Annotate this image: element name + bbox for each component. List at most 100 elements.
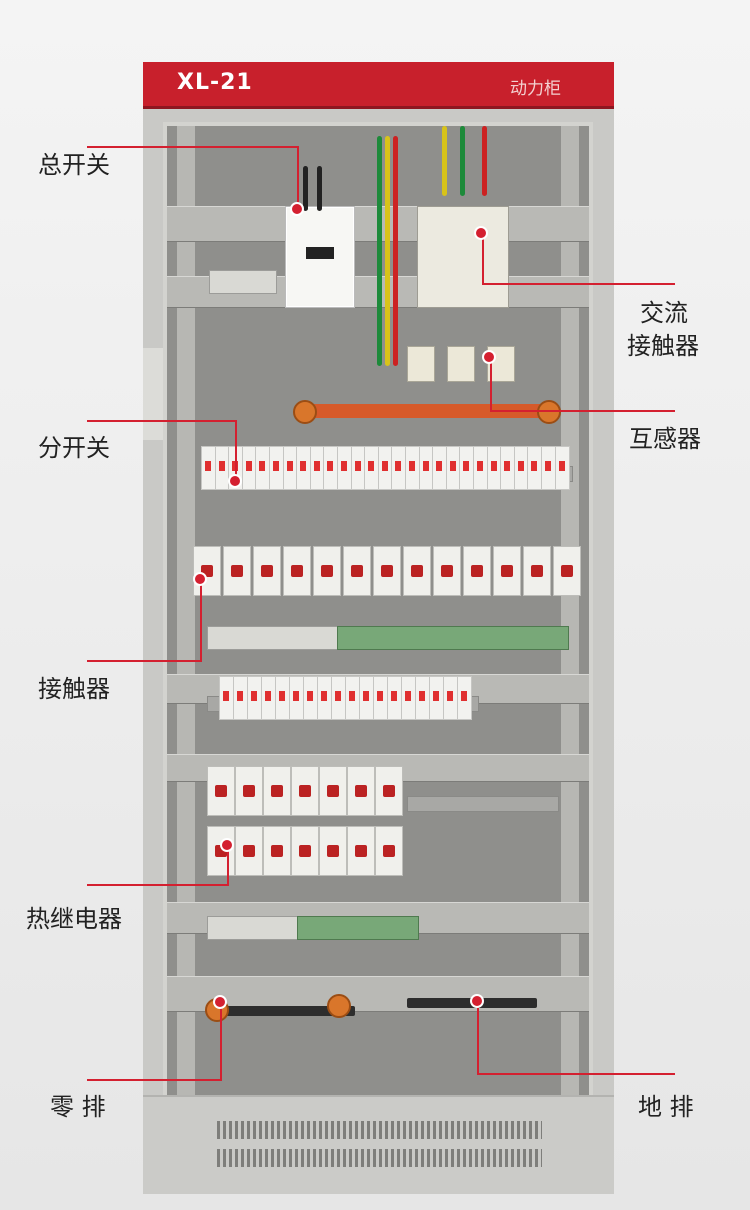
cabinet-header: XL-21 动力柜 xyxy=(143,62,614,109)
label-current-transformer: 互感器 xyxy=(629,425,701,453)
callout-line xyxy=(482,232,484,284)
contactor xyxy=(523,546,551,596)
label-ground-bar: 地 排 xyxy=(638,1093,694,1121)
branch-breaker xyxy=(401,676,416,720)
contactor xyxy=(193,546,221,596)
branch-breaker xyxy=(331,676,346,720)
thermal-relay xyxy=(207,826,235,876)
label-thermal-relay: 热继电器 xyxy=(26,905,122,933)
contactor xyxy=(253,546,281,596)
busbar-insulator xyxy=(293,400,317,424)
callout-line xyxy=(490,357,492,411)
branch-breaker xyxy=(233,676,248,720)
branch-breaker xyxy=(387,676,402,720)
callout-dot xyxy=(220,838,234,852)
contactor xyxy=(463,546,491,596)
cabinet-model-label: XL-21 xyxy=(177,70,253,95)
wire xyxy=(385,136,390,366)
callout-line xyxy=(87,884,229,886)
contactor xyxy=(319,766,347,816)
busbar xyxy=(297,404,557,418)
branch-breaker xyxy=(359,676,374,720)
power-cabinet: XL-21 动力柜 xyxy=(143,62,614,1194)
branch-breaker xyxy=(457,676,472,720)
callout-line xyxy=(235,420,237,480)
branch-breaker xyxy=(303,676,318,720)
contactor xyxy=(403,546,431,596)
wire xyxy=(377,136,382,366)
contactor xyxy=(223,546,251,596)
cabinet-interior xyxy=(163,122,593,1107)
callout-line xyxy=(87,660,202,662)
cabinet-base xyxy=(143,1095,614,1194)
branch-breaker xyxy=(345,676,360,720)
wire xyxy=(317,166,322,211)
branch-breaker xyxy=(275,676,290,720)
branch-breaker xyxy=(429,676,444,720)
contactor xyxy=(347,766,375,816)
side-door-hinge xyxy=(143,348,163,440)
left-rail xyxy=(177,126,195,1103)
current-transformer xyxy=(447,346,475,382)
callout-dot xyxy=(470,994,484,1008)
callout-line xyxy=(477,1002,479,1075)
label-ac-contactor-line2: 接触器 xyxy=(627,332,699,360)
callout-line xyxy=(220,1004,222,1081)
thermal-relay xyxy=(263,826,291,876)
contactor xyxy=(235,766,263,816)
contactor xyxy=(493,546,521,596)
callout-line xyxy=(227,848,229,886)
contactor xyxy=(343,546,371,596)
thermal-relay xyxy=(375,826,403,876)
callout-line xyxy=(490,410,675,412)
label-contactor: 接触器 xyxy=(38,675,110,703)
contactor xyxy=(375,766,403,816)
branch-breaker xyxy=(554,446,570,490)
neutral-bar xyxy=(215,1006,355,1016)
contactor xyxy=(433,546,461,596)
contactor xyxy=(313,546,341,596)
callout-line xyxy=(482,283,675,285)
callout-dot xyxy=(482,350,496,364)
terminal-strip xyxy=(207,916,299,940)
contactor xyxy=(373,546,401,596)
thermal-relay xyxy=(291,826,319,876)
din-rail xyxy=(407,796,559,812)
wire xyxy=(393,136,398,366)
wire xyxy=(303,166,308,211)
callout-dot xyxy=(193,572,207,586)
contactor xyxy=(283,546,311,596)
vent-slots xyxy=(217,1121,542,1139)
contactor xyxy=(263,766,291,816)
callout-dot xyxy=(474,226,488,240)
branch-breaker xyxy=(317,676,332,720)
callout-line xyxy=(200,582,202,662)
wire xyxy=(442,126,447,196)
callout-line xyxy=(87,420,237,422)
thermal-relay xyxy=(347,826,375,876)
ac-contactor xyxy=(417,206,509,308)
terminal-strip xyxy=(337,626,569,650)
branch-breaker xyxy=(373,676,388,720)
cabinet-type-label: 动力柜 xyxy=(510,79,561,99)
branch-breaker xyxy=(219,676,234,720)
contactor xyxy=(553,546,581,596)
branch-breaker xyxy=(247,676,262,720)
contactor xyxy=(207,766,235,816)
thermal-relay xyxy=(319,826,347,876)
branch-breaker xyxy=(415,676,430,720)
terminal-strip xyxy=(297,916,419,940)
vent-slots xyxy=(217,1149,542,1167)
right-rail xyxy=(561,126,579,1103)
callout-dot xyxy=(290,202,304,216)
branch-breaker xyxy=(289,676,304,720)
callout-dot xyxy=(213,995,227,1009)
callout-line xyxy=(297,146,299,208)
current-transformer xyxy=(407,346,435,382)
branch-breaker xyxy=(261,676,276,720)
contactor xyxy=(291,766,319,816)
label-ac-contactor-line1: 交流 xyxy=(640,299,688,327)
wire xyxy=(482,126,487,196)
terminal-strip xyxy=(209,270,277,294)
callout-line xyxy=(87,1079,222,1081)
